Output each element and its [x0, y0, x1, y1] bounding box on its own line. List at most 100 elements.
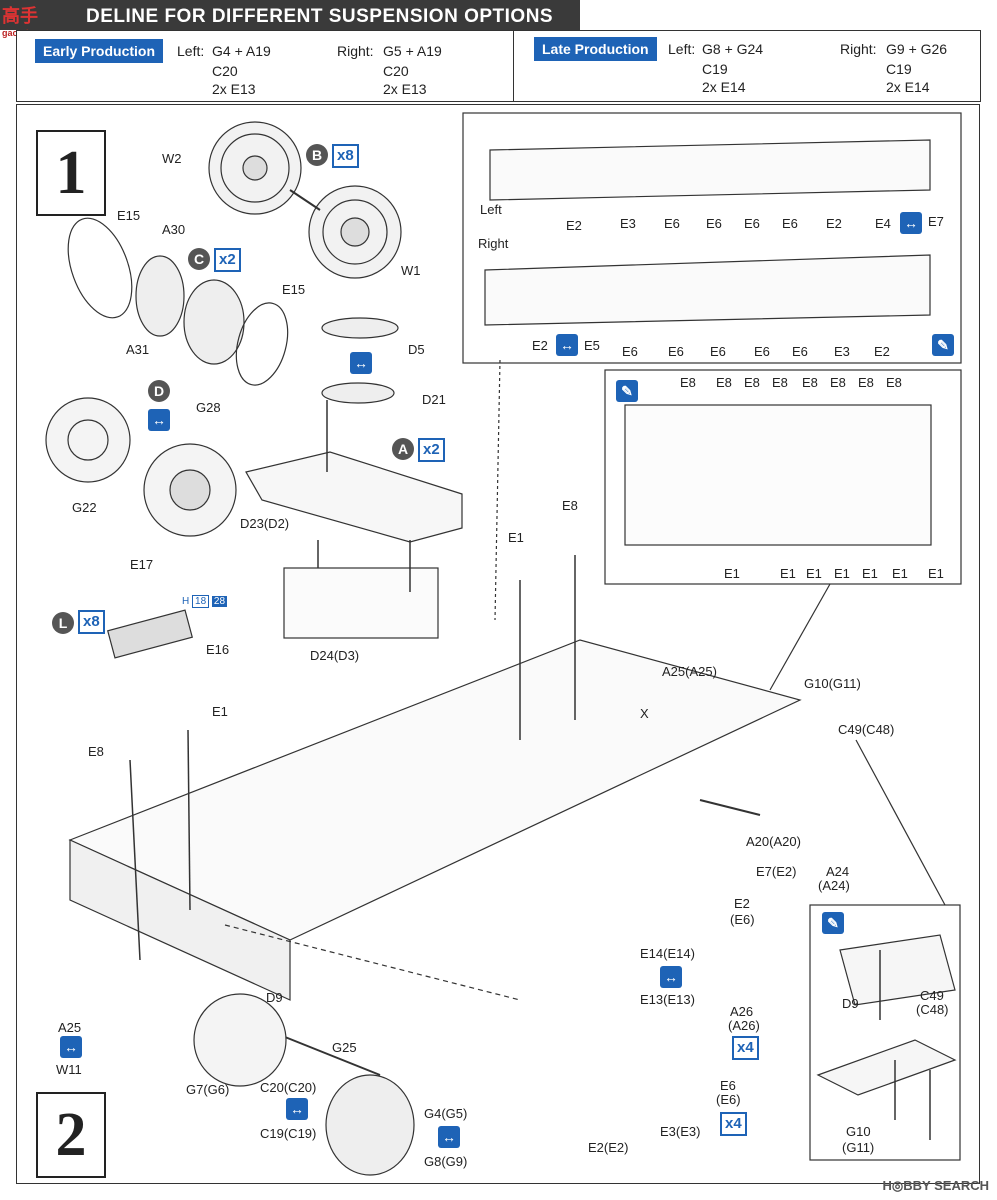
part-label-e17: E17 [130, 557, 154, 572]
left-part-2: E6 [664, 216, 680, 231]
bottom-label-1: E1 [780, 566, 796, 581]
right-part-7: E3 [834, 344, 850, 359]
part-label-x: X [640, 706, 649, 721]
part-label-g8: G8(G9) [424, 1154, 468, 1169]
early-production-box: Early Production Left: G4 + A19 C20 2x E… [16, 30, 515, 102]
part-label-a26b: (A26) [728, 1018, 760, 1033]
side-view-right-title: Right [478, 236, 509, 251]
early-right-label: Right: [337, 43, 374, 59]
late-left-line1: G8 + G24 [702, 41, 764, 57]
part-label-e15b: E15 [282, 282, 306, 297]
left-part-0: E2 [566, 218, 582, 233]
part-label-e8-top: E8 [562, 498, 578, 513]
page-title: DELINE FOR DIFFERENT SUSPENSION OPTIONS [86, 6, 554, 27]
part-label-d5: D5 [408, 342, 425, 357]
part-label-c20: C20(C20) [260, 1080, 317, 1095]
box-d23 [245, 451, 463, 543]
ring-e15 [67, 217, 133, 319]
early-right-line3: 2x E13 [383, 81, 427, 97]
part-label-a31: A31 [126, 342, 150, 357]
part-label-g7: G7(G6) [186, 1082, 230, 1097]
page-header-bar: DELINE FOR DIFFERENT SUSPENSION OPTIONS [0, 0, 580, 30]
part-label-w11: W11 [56, 1062, 82, 1077]
quantity-a: x2 [418, 438, 445, 462]
part-label-e1-left: E1 [212, 704, 228, 719]
top-label-5: E8 [830, 375, 846, 390]
part-label-a25: A25 [58, 1020, 82, 1035]
early-left-line2: C20 [212, 63, 238, 79]
right-hull-outline [484, 254, 931, 326]
part-label-g28: G28 [196, 400, 221, 415]
option-both-icon-g4: ↔ [438, 1126, 460, 1148]
part-label-e6: E6 [720, 1078, 736, 1093]
left-part-6: E2 [826, 216, 842, 231]
part-label-a20: A20(A20) [746, 834, 801, 849]
watermark-text: H◎BBY SEARCH [882, 1178, 989, 1193]
part-label-e1-top: E1 [508, 530, 524, 545]
side-view-left-title: Left [480, 202, 502, 217]
hub-a31 [183, 279, 245, 365]
detail-label-g10: G10 [846, 1124, 871, 1139]
late-right-line2: C19 [886, 61, 912, 77]
left-part-4: E6 [744, 216, 760, 231]
drive-sprocket [193, 993, 287, 1087]
left-part-1: E3 [620, 216, 636, 231]
top-label-7: E8 [886, 375, 902, 390]
option-both-icon-e14: ↔ [660, 966, 682, 988]
part-label-d23: D23(D2) [240, 516, 290, 531]
option-both-icon-d5: ↔ [350, 352, 372, 374]
quantity-a26: x4 [732, 1036, 759, 1060]
sprue-d-marker: D [148, 380, 170, 402]
top-label-6: E8 [858, 375, 874, 390]
part-label-a25-top: A25(A25) [662, 664, 717, 679]
late-production-badge: Late Production [534, 37, 657, 61]
part-label-e6b: (E6) [716, 1092, 741, 1107]
right-part-2: E6 [622, 344, 638, 359]
part-label-g4: G4(G5) [424, 1106, 468, 1121]
option-both-icon-c20: ↔ [286, 1098, 308, 1120]
bottom-label-0: E1 [724, 566, 740, 581]
part-label-d21: D21 [422, 392, 446, 407]
part-label-e8-left: E8 [88, 744, 104, 759]
bottom-label-5: E1 [892, 566, 908, 581]
early-left-line3: 2x E13 [212, 81, 256, 97]
right-part-1: E5 [584, 338, 600, 353]
part-label-d9: D9 [266, 990, 283, 1005]
option-both-icon-d: ↔ [148, 409, 170, 431]
final-drive-g4 [325, 1074, 415, 1176]
part-label-w2: W2 [162, 151, 182, 166]
bottom-label-4: E1 [862, 566, 878, 581]
top-label-2: E8 [744, 375, 760, 390]
right-part-0: E2 [532, 338, 548, 353]
option-both-icon-e4: ↔ [900, 212, 922, 234]
part-label-g22: G22 [72, 500, 97, 515]
hub-a30 [135, 255, 185, 337]
left-part-8: E7 [928, 214, 944, 229]
part-label-e16: E16 [206, 642, 230, 657]
quantity-l: x8 [78, 610, 105, 634]
detail-label-g11: (G11) [842, 1140, 875, 1155]
left-part-7: E4 [875, 216, 891, 231]
early-right-line1: G5 + A19 [383, 43, 442, 59]
option-both-icon-e2: ↔ [556, 334, 578, 356]
part-label-g25: G25 [332, 1040, 357, 1055]
left-part-5: E6 [782, 216, 798, 231]
sprue-b-marker: B [306, 144, 328, 166]
part-label-e2e2: E2(E2) [588, 1140, 629, 1155]
early-left-line1: G4 + A19 [212, 43, 271, 59]
part-label-c49: C49(C48) [838, 722, 895, 737]
sprocket-g22 [45, 397, 131, 483]
track-e16 [107, 609, 193, 659]
part-label-a26: A26 [730, 1004, 754, 1019]
right-part-8: E2 [874, 344, 890, 359]
late-left-label: Left: [668, 41, 696, 57]
top-label-4: E8 [802, 375, 818, 390]
box-d24 [283, 567, 439, 639]
disc-d21 [321, 382, 395, 404]
part-label-a24: A24 [826, 864, 850, 879]
late-right-line1: G9 + G26 [886, 41, 948, 57]
early-production-badge: Early Production [35, 39, 164, 63]
part-label-e2b: (E6) [730, 912, 755, 927]
track-count-indicator: H 18 28 [182, 595, 228, 608]
paint-brush-icon-detail: ✎ [822, 912, 844, 934]
